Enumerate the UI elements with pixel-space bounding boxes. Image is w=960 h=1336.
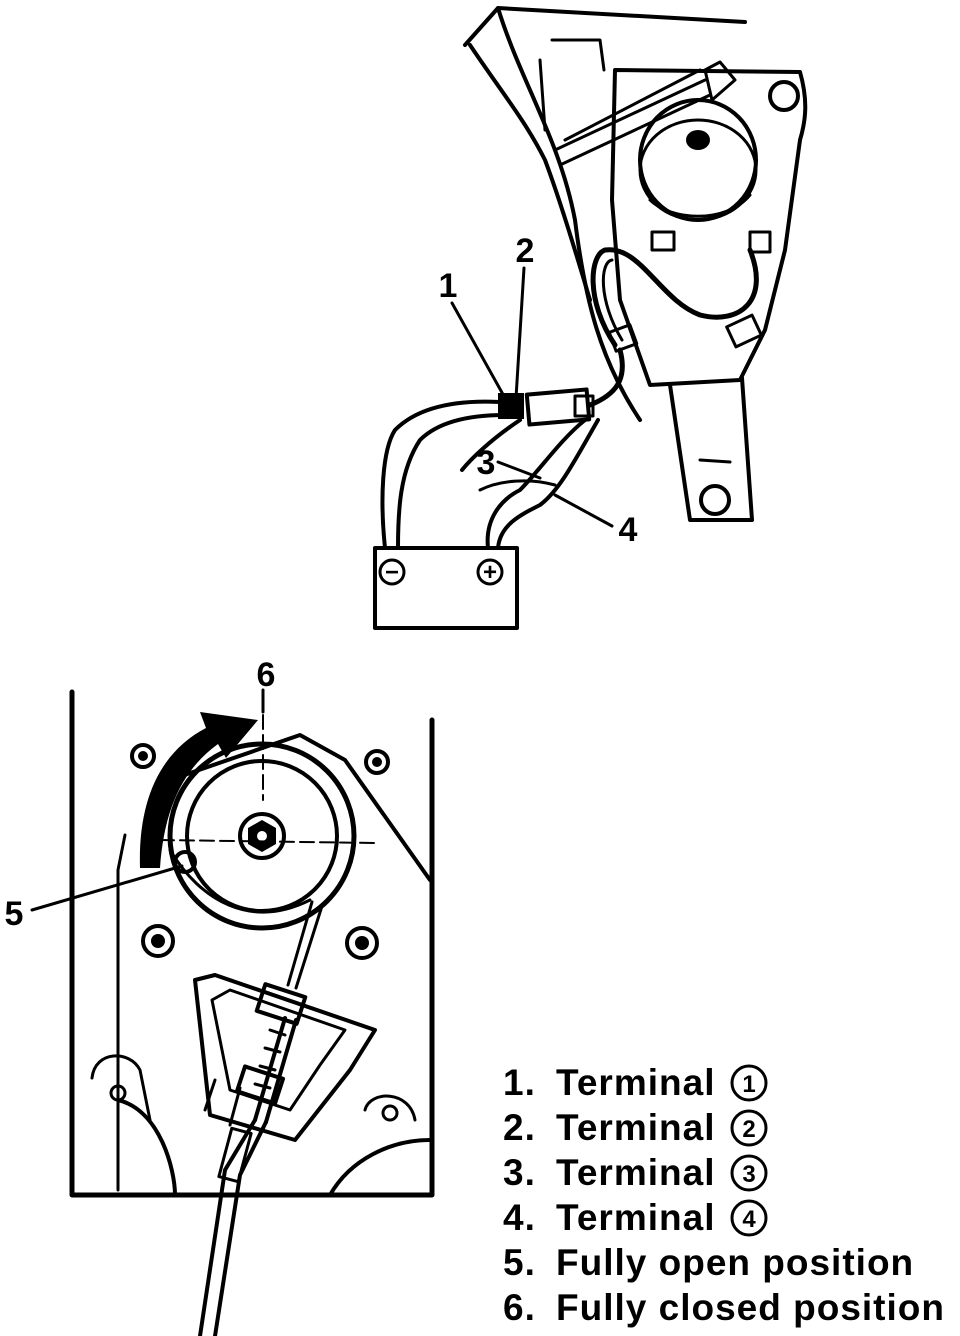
battery-negative-label: −: [385, 559, 399, 586]
legend-item: 2. Terminal 2: [503, 1107, 768, 1148]
legend-number: 5.: [503, 1242, 536, 1283]
callout-2-leader: [514, 266, 526, 400]
callout-5: 5: [5, 895, 24, 933]
legend-item: 5. Fully open position: [503, 1242, 914, 1283]
legend-item: 4. Terminal 4: [503, 1197, 768, 1238]
legend-label: Terminal: [556, 1107, 715, 1148]
callout-1: 1: [439, 267, 458, 305]
legend-terminal-circle: [730, 1109, 768, 1147]
callout-2: 2: [516, 232, 535, 270]
legend-item: 1. Terminal 1: [503, 1062, 768, 1103]
callout-4: 4: [619, 511, 638, 549]
actuator-position-illustration: 5 6: [5, 656, 435, 1336]
legend-number: 4.: [503, 1197, 536, 1238]
legend-terminal-circle: [730, 1154, 768, 1192]
callout-4-leader: [553, 493, 614, 528]
legend-terminal-circle: [730, 1199, 768, 1237]
legend-terminal-number: 3: [742, 1161, 755, 1188]
legend-label: Terminal: [556, 1062, 715, 1103]
legend-terminal-number: 2: [742, 1116, 755, 1143]
legend: 1. Terminal 1 2. Terminal 2 3. Terminal …: [503, 1062, 945, 1328]
legend-number: 2.: [503, 1107, 536, 1148]
callout-5-leader: [30, 864, 184, 912]
callout-3: 3: [477, 444, 496, 482]
rotation-arrow: [139, 712, 258, 868]
actuator-installed-illustration: − + 1 2 3 4: [373, 6, 808, 630]
legend-terminal-circle: [730, 1064, 768, 1102]
legend-label: Terminal: [556, 1152, 715, 1193]
legend-label: Fully closed position: [556, 1287, 945, 1328]
callout-3-leader: [496, 460, 542, 480]
legend-terminal-number: 1: [742, 1071, 755, 1098]
legend-number: 3.: [503, 1152, 536, 1193]
callout-1-leader: [450, 301, 507, 400]
callout-6: 6: [257, 656, 276, 694]
legend-item: 3. Terminal 3: [503, 1152, 768, 1193]
legend-item: 6. Fully closed position: [503, 1287, 945, 1328]
legend-label: Terminal: [556, 1197, 715, 1238]
battery-positive-label: +: [483, 559, 497, 586]
legend-number: 6.: [503, 1287, 536, 1328]
legend-label: Fully open position: [556, 1242, 914, 1283]
legend-number: 1.: [503, 1062, 536, 1103]
legend-terminal-number: 4: [742, 1206, 756, 1233]
